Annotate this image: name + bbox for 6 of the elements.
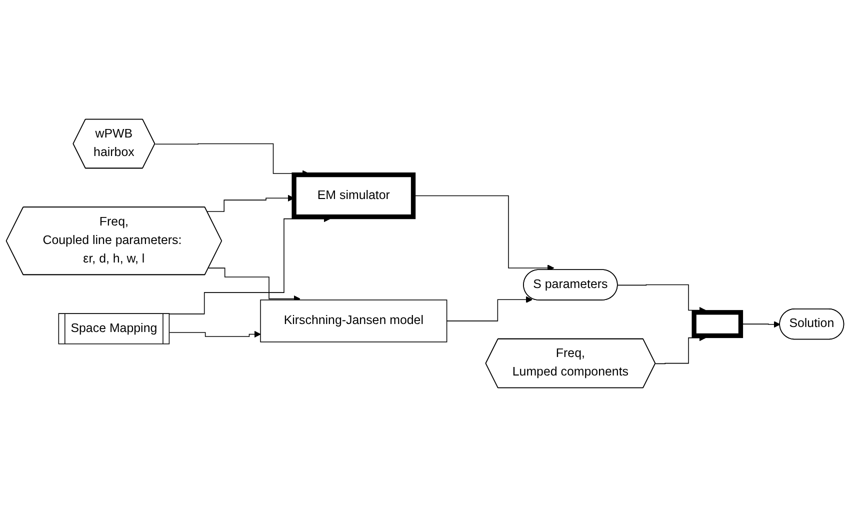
arrow bbox=[169, 331, 261, 338]
node-box: Kirschning-Jansen model bbox=[260, 300, 448, 343]
node-box bbox=[692, 310, 744, 339]
node-box: EM simulator bbox=[292, 172, 416, 220]
arrow bbox=[446, 296, 533, 322]
arrow bbox=[655, 334, 706, 365]
